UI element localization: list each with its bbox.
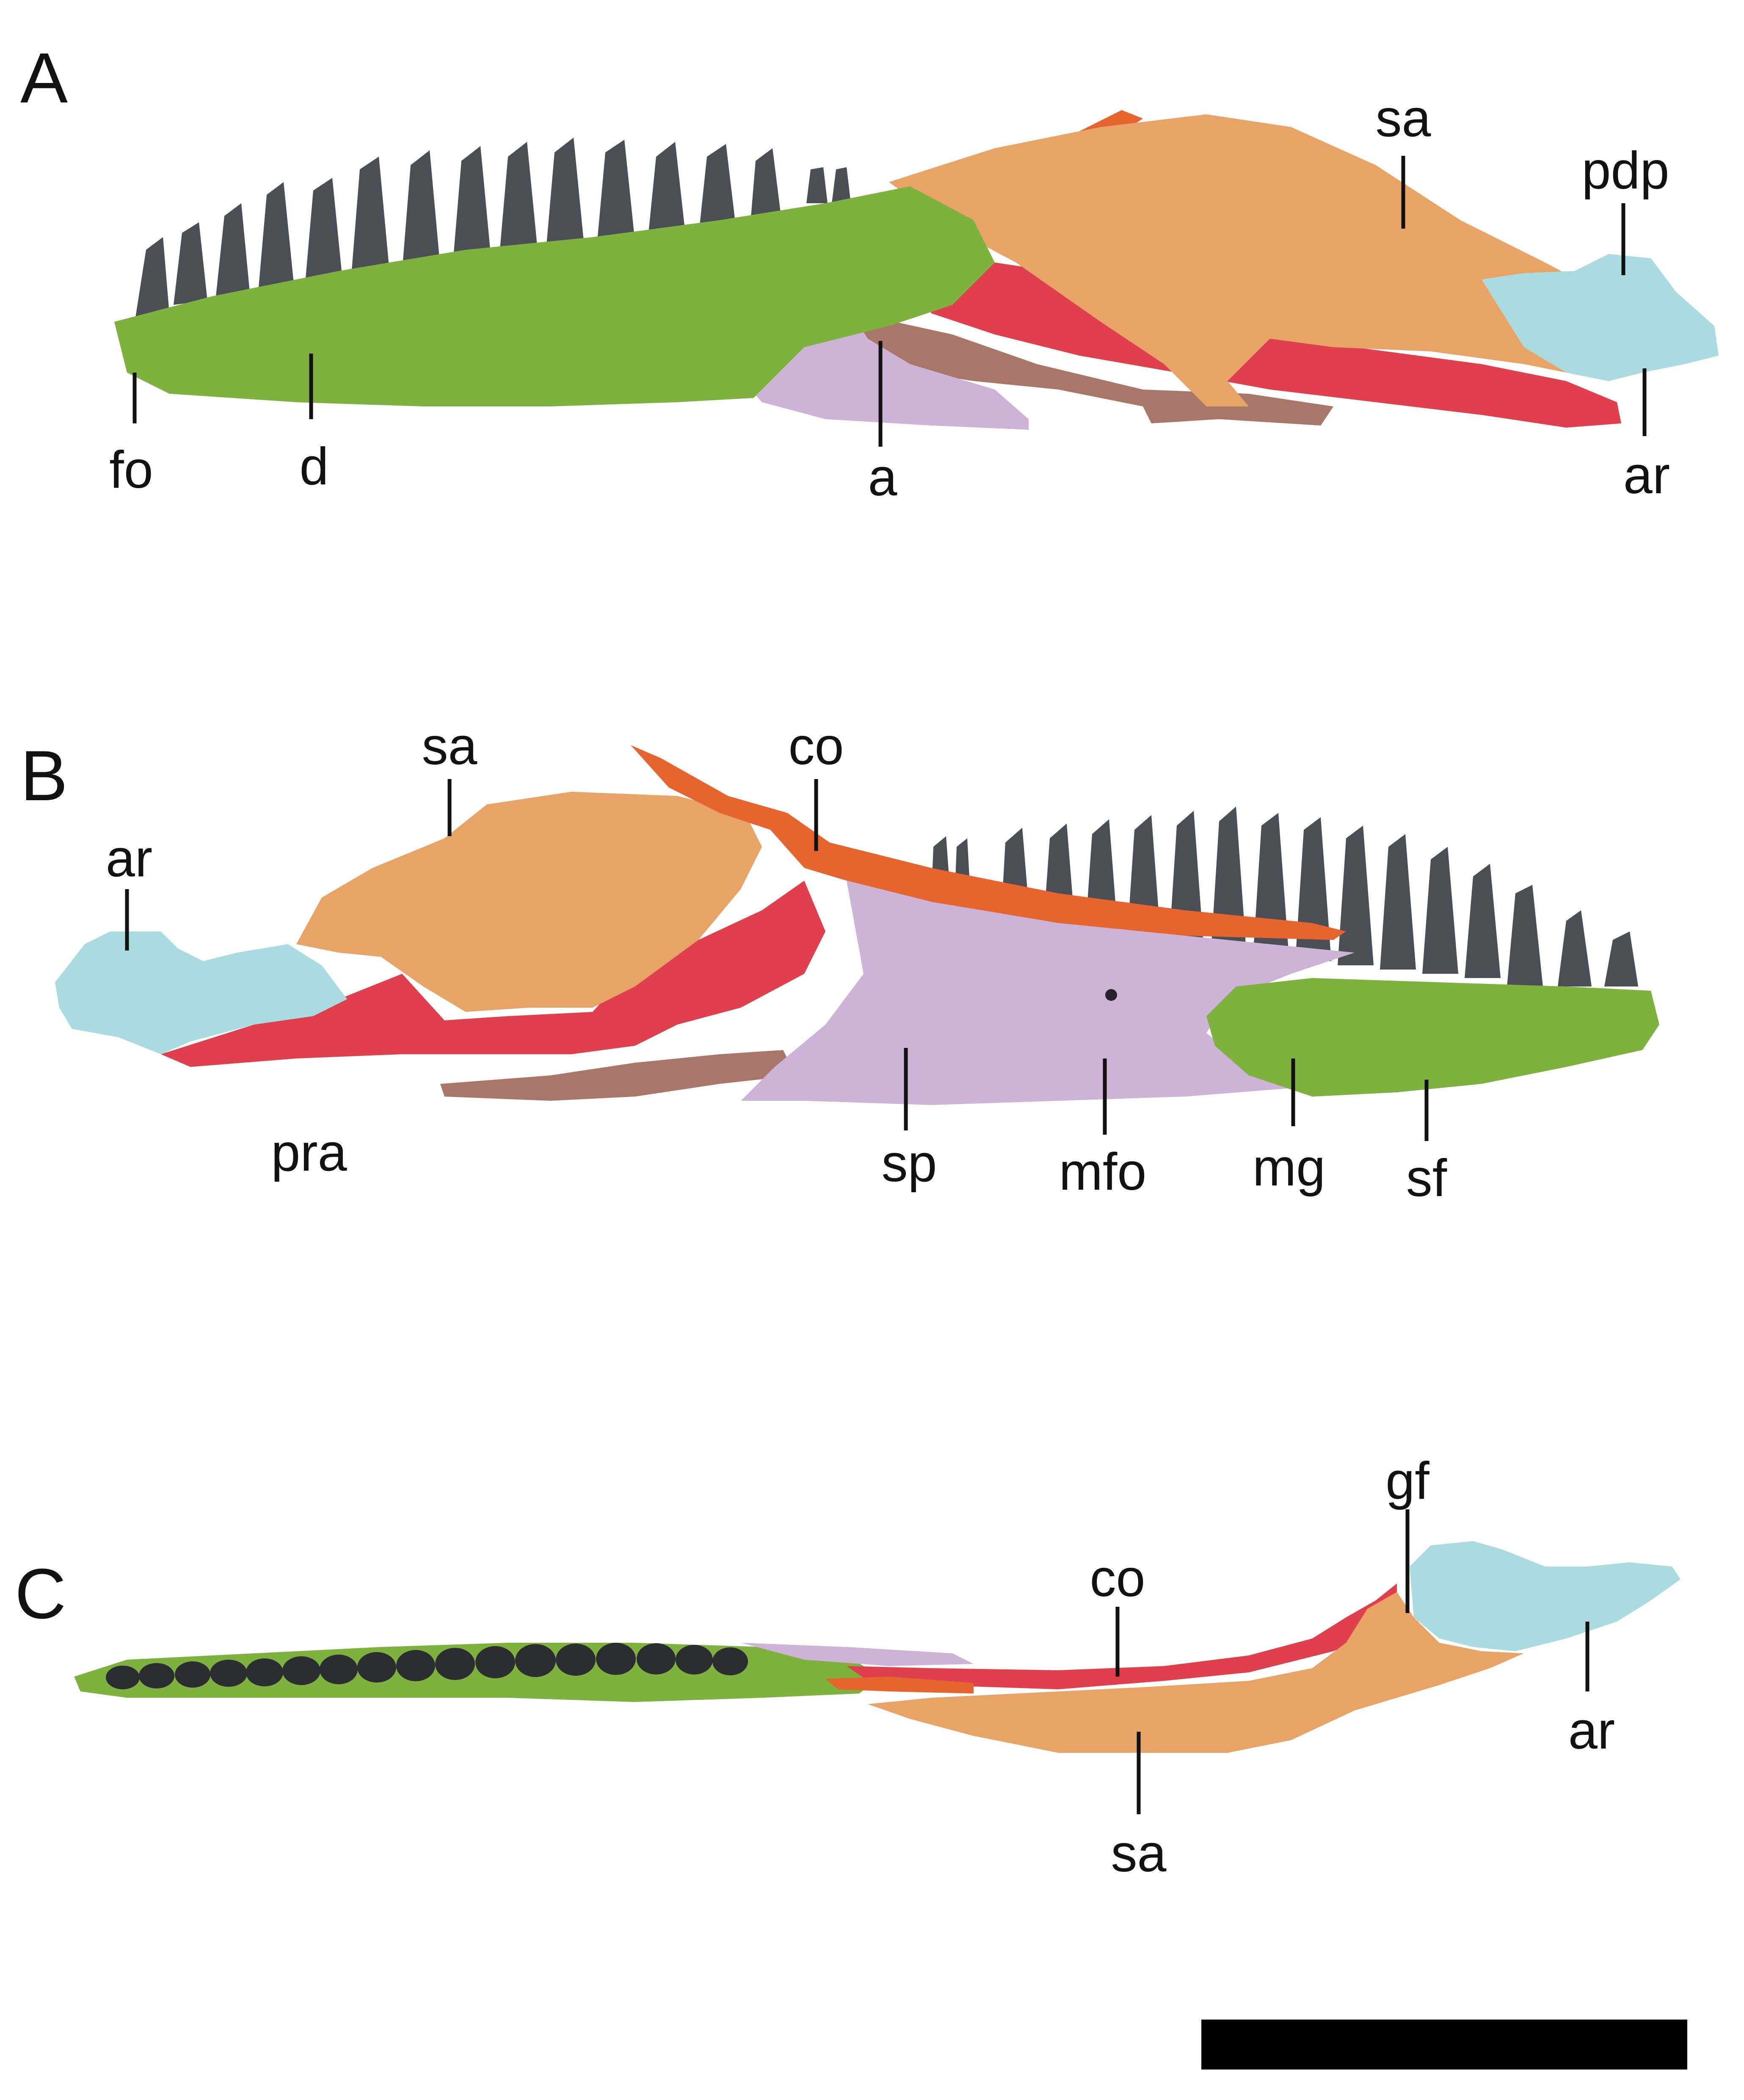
panel-b-label-sa: sa: [422, 717, 477, 776]
panel-a-label-fo: fo: [109, 441, 153, 499]
panel-a-letter: A: [20, 38, 68, 118]
panel-a-label-a: a: [868, 448, 897, 507]
panel-c: C: [15, 1452, 1681, 1883]
panel-a-label-pdp: pdp: [1582, 141, 1669, 200]
panel-c-teeth: [106, 1643, 748, 1689]
panel-c-label-ar: ar: [1568, 1702, 1615, 1760]
panel-a: A: [20, 38, 1719, 507]
panel-b-letter: B: [20, 736, 68, 815]
panel-c-articular: [1410, 1541, 1681, 1651]
panel-a-label-ar: ar: [1623, 446, 1670, 505]
panel-b-articular: [55, 931, 347, 1054]
panel-b-label-mfo: mfo: [1059, 1143, 1147, 1201]
panel-a-articular: [1482, 254, 1719, 381]
panel-b-label-sp: sp: [882, 1134, 937, 1193]
panel-b-label-co: co: [789, 717, 844, 776]
panel-a-label-sa: sa: [1376, 89, 1431, 148]
panel-c-letter: C: [15, 1554, 66, 1633]
panel-b-splenial: [741, 881, 1355, 1105]
panel-b-label-sf: sf: [1406, 1149, 1447, 1208]
panel-a-angular: [720, 311, 1333, 426]
panel-c-label-gf: gf: [1385, 1452, 1429, 1510]
panel-b-coronoid: [631, 745, 1346, 940]
scale-bar: [1201, 2020, 1687, 2070]
panel-b-label-pra: pra: [271, 1124, 347, 1182]
panel-c-splenial: [741, 1643, 974, 1666]
panel-b-dentary: [1206, 978, 1659, 1097]
panel-a-dentary: [114, 186, 995, 406]
panel-c-coronoid: [825, 1677, 974, 1694]
panel-b-label-mg: mg: [1253, 1138, 1325, 1197]
panel-b-mfo-foramen: [1105, 989, 1117, 1001]
panel-c-label-co: co: [1090, 1549, 1145, 1608]
panel-a-surangular: [889, 114, 1642, 406]
panel-c-prearticular: [847, 1583, 1397, 1689]
panel-b-label-ar: ar: [106, 829, 152, 888]
panel-b-prearticular: [161, 881, 825, 1067]
panel-b-surangular: [296, 792, 762, 1012]
panel-a-label-d: d: [300, 437, 329, 496]
panel-c-label-sa: sa: [1111, 1824, 1167, 1883]
panel-c-surangular: [868, 1592, 1524, 1753]
panel-b: B: [20, 717, 1659, 1208]
panel-b-angular: [440, 1050, 796, 1101]
